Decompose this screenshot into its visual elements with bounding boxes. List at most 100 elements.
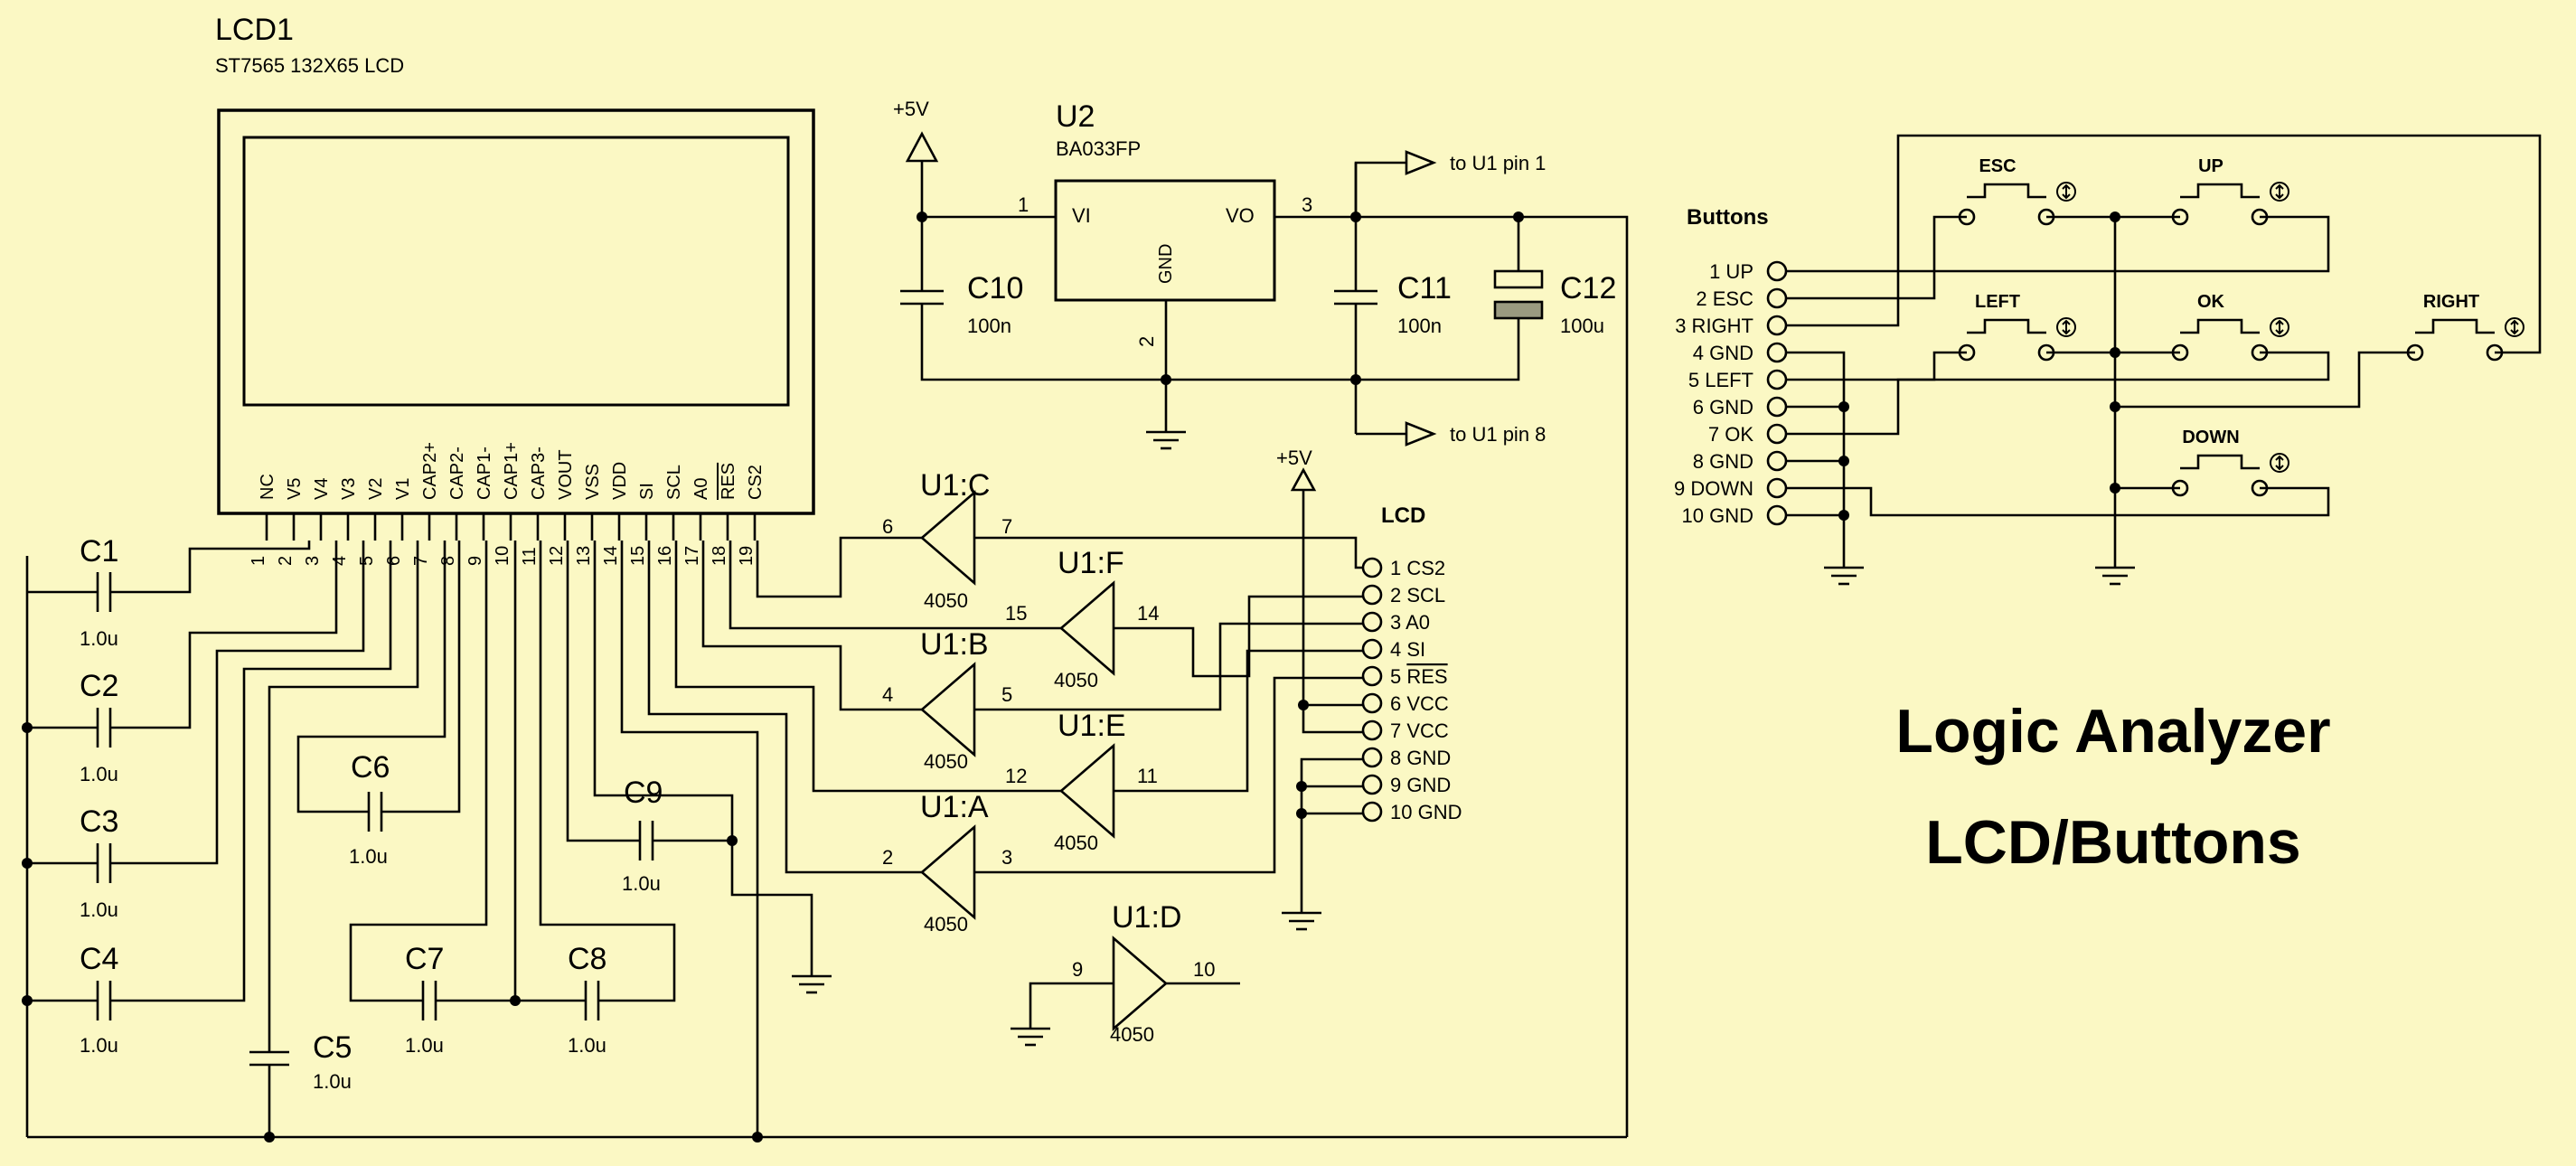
c6-value: 1.0u — [349, 845, 388, 868]
buttons-header-pin — [1766, 260, 1788, 282]
c9-ref: C9 — [624, 776, 663, 810]
uc-out: 6 — [882, 515, 893, 538]
lcd1-pin-number: 16 — [655, 546, 675, 566]
lcd1-outline — [217, 108, 815, 515]
uf-out: 15 — [1005, 602, 1027, 625]
lcd1-pin-label: NC — [258, 474, 277, 500]
buttons-header-pin-label: 6 GND — [1693, 396, 1753, 418]
lcd1-pin-label: VDD — [610, 462, 630, 500]
ud-part: 4050 — [1110, 1023, 1154, 1046]
lcd1-pin-number: 19 — [737, 546, 757, 566]
c1-ref: C1 — [80, 534, 118, 569]
c6-ref: C6 — [351, 750, 390, 785]
buttons-header-pin-label: 10 GND — [1682, 504, 1753, 527]
lcd-header-pin-label: 2 SCL — [1390, 584, 1445, 607]
c3-value: 1.0u — [80, 898, 118, 921]
buttons-header-pin — [1766, 287, 1788, 309]
ub-ref: U1:B — [920, 627, 989, 662]
buttons-header-pin — [1766, 369, 1788, 390]
ub-out: 4 — [882, 683, 893, 706]
lcd1-pin-label: CAP1- — [475, 447, 494, 500]
lcd1-pin-label: V1 — [393, 478, 413, 500]
c5-ref: C5 — [313, 1030, 352, 1065]
ue-in: 11 — [1137, 765, 1158, 787]
lcd1-pin-label: V2 — [366, 478, 386, 500]
lcd-header-pin — [1361, 774, 1383, 795]
lcd1-ref: LCD1 — [215, 13, 294, 47]
ua-in: 3 — [1001, 846, 1012, 869]
buttons-header-pin-label: 4 GND — [1693, 342, 1753, 364]
lcd1-pin-number: 8 — [438, 556, 458, 566]
buttons-header-title: Buttons — [1687, 205, 1769, 230]
lcd1-pin-label: A0 — [691, 478, 711, 500]
title-line1: Logic Analyzer — [1895, 697, 2330, 766]
c11-value: 100n — [1397, 315, 1442, 337]
ub-in: 5 — [1001, 683, 1012, 706]
charge-pump-network: C1 1.0u C2 1.0u C3 1.0u C4 1.0u C5 1.0u … — [22, 534, 1627, 1142]
lcd1-pin-number: 6 — [384, 556, 404, 566]
switch-up-label: UP — [2198, 156, 2223, 176]
lcd-header-pin-label: 1 CS2 — [1390, 557, 1445, 579]
buttons-header-pin-label: 3 RIGHT — [1675, 315, 1753, 337]
buttons-header-pin — [1766, 396, 1788, 418]
lcd1-pin-label: SI — [637, 483, 657, 500]
lcd1-pin-number: 7 — [411, 556, 431, 566]
c4-value: 1.0u — [80, 1034, 118, 1057]
lcd1-pin-number: 4 — [330, 556, 350, 566]
lcd-header-pin — [1361, 665, 1383, 687]
lcd-header-pin — [1361, 801, 1383, 823]
ud-ref: U1:D — [1112, 900, 1181, 935]
lcd1-pin-label: VOUT — [556, 449, 576, 500]
c8-ref: C8 — [568, 942, 606, 976]
reg-gnd: GND — [1156, 244, 1176, 284]
lcd-header-pin-label: 5 RES — [1390, 665, 1448, 688]
c3-ref: C3 — [80, 804, 118, 839]
switch-down-label: DOWN — [2182, 428, 2239, 447]
lcd-header-pin-label: 10 GND — [1390, 801, 1462, 823]
lcd-header-pin-label: 3 A0 — [1390, 611, 1430, 634]
lcd1-pin-number: 9 — [465, 556, 485, 566]
ue-part: 4050 — [1054, 832, 1098, 854]
buttons-header-pin-label: 1 UP — [1709, 260, 1753, 283]
lcd1-screen — [242, 136, 790, 407]
lcd-header-pin-label: 4 SI — [1390, 638, 1425, 661]
lcd1-pin-label: V5 — [285, 478, 305, 500]
reg-pin1: 1 — [1018, 193, 1029, 216]
lcd-header-pin-label: 7 VCC — [1390, 719, 1449, 742]
lcd1-pin-number: 15 — [628, 546, 648, 566]
c9-value: 1.0u — [622, 872, 661, 895]
c7-ref: C7 — [405, 942, 444, 976]
lcd1-pin-label: RES — [719, 463, 738, 500]
c2-value: 1.0u — [80, 763, 118, 785]
lcd-header-pin — [1361, 692, 1383, 714]
ub-part: 4050 — [924, 750, 968, 773]
lcd1-pin-number: 13 — [574, 546, 594, 566]
lcd1-pin-label: CS2 — [746, 465, 766, 500]
lcd1-pin-label: CAP3- — [529, 447, 549, 500]
c1-value: 1.0u — [80, 627, 118, 650]
switch-left-label: LEFT — [1975, 292, 2020, 312]
lcd1-pin-number: 3 — [303, 556, 323, 566]
lcd-header-supply: +5V — [1276, 447, 1312, 469]
switch-esc-label: ESC — [1979, 156, 2016, 176]
buttons-header-pin — [1766, 504, 1788, 526]
switch-right-label: RIGHT — [2423, 292, 2479, 312]
lcd1-pin-number: 11 — [520, 547, 540, 566]
uf-ref: U1:F — [1058, 546, 1124, 580]
title-line2: LCD/Buttons — [1925, 808, 2300, 877]
buttons-header-pin-label: 8 GND — [1693, 450, 1753, 473]
ud-in: 9 — [1072, 958, 1083, 981]
lcd1-pin-number: 10 — [493, 546, 512, 566]
lcd-header-pin — [1361, 638, 1383, 660]
lcd-header-pin — [1361, 747, 1383, 768]
lcd1-pin-label: CAP2+ — [420, 442, 440, 500]
lcd1-pin-number: 1 — [249, 556, 268, 566]
c2-ref: C2 — [80, 669, 118, 703]
c12-ref: C12 — [1560, 271, 1616, 306]
reg-pin2: 2 — [1135, 336, 1158, 347]
buttons-header-pin-label: 9 DOWN — [1674, 477, 1753, 500]
buttons-header-pin — [1766, 477, 1788, 499]
